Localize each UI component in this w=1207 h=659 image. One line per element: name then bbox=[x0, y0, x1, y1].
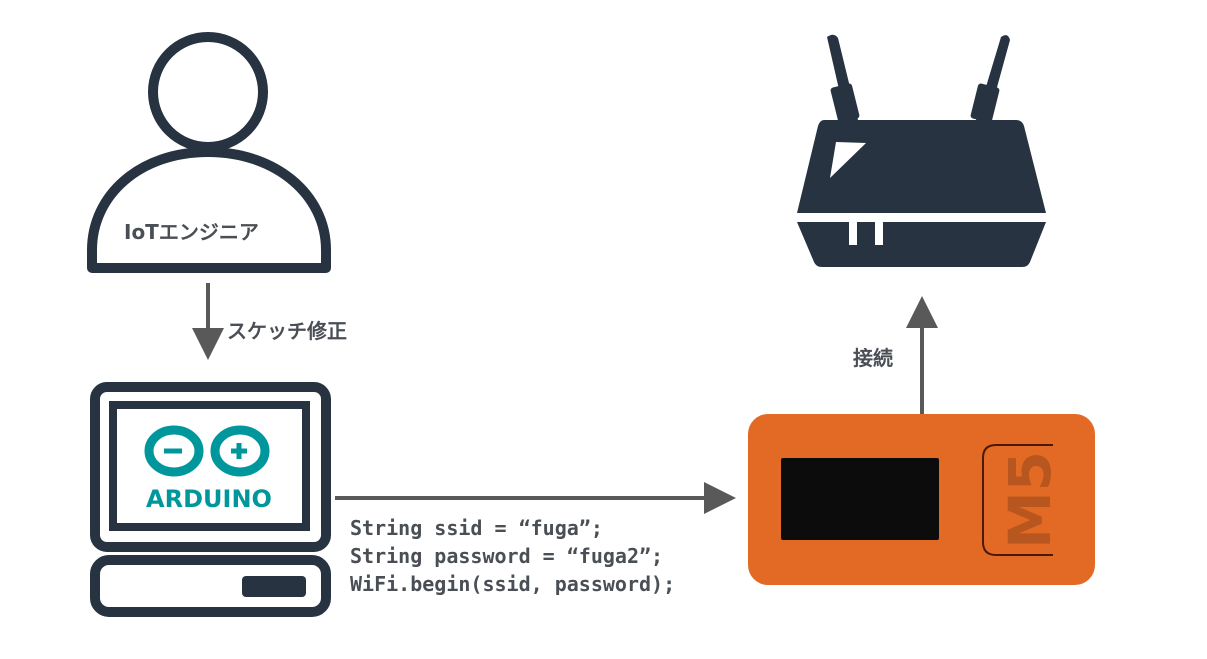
computer-icon bbox=[90, 382, 331, 617]
person-icon bbox=[87, 32, 331, 273]
code-line: WiFi.begin(ssid, password); bbox=[350, 572, 676, 596]
arduino-logo bbox=[144, 425, 270, 477]
person-label: IoTエンジニア bbox=[124, 220, 259, 244]
edit-arrow-label: スケッチ修正 bbox=[227, 319, 347, 343]
code-line: String password = “fuga2”; bbox=[350, 544, 664, 568]
connect-arrow-label: 接続 bbox=[853, 346, 893, 370]
code-line: String ssid = “fuga”; bbox=[350, 516, 603, 540]
m5-logo: M5 bbox=[996, 451, 1064, 549]
m5stack-device: M5 bbox=[748, 414, 1095, 585]
arduino-logo-text: ARDUINO bbox=[146, 485, 272, 513]
wifi-router-icon bbox=[797, 34, 1046, 267]
code-snippet: String ssid = “fuga”; String password = … bbox=[350, 514, 675, 598]
